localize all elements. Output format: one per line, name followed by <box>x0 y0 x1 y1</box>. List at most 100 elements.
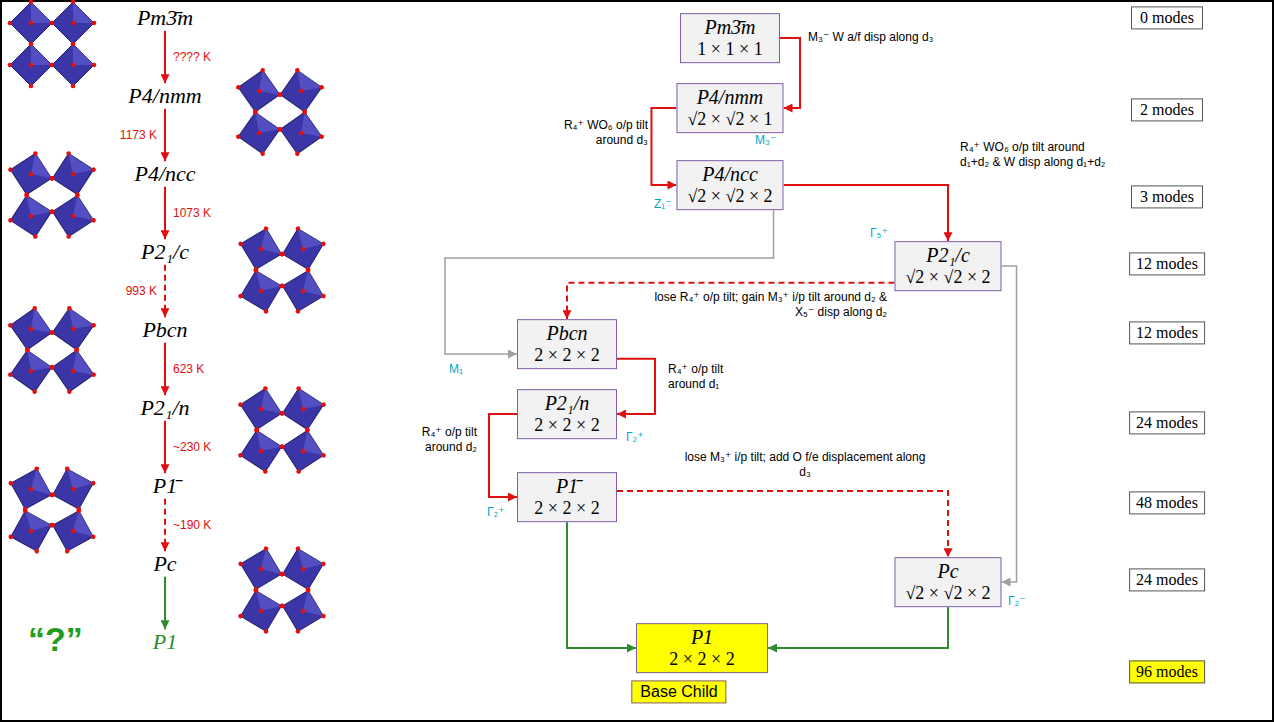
oxygen-atom <box>70 213 75 218</box>
cell-size: √2 × √2 × 2 <box>905 583 990 604</box>
octahedron <box>233 583 289 639</box>
octahedron-body <box>52 44 94 86</box>
oxygen-atom <box>8 21 13 26</box>
oxygen-atom <box>295 309 301 315</box>
oxygen-atom <box>49 330 54 335</box>
octahedron-face <box>256 266 281 291</box>
octahedron-face <box>69 149 94 174</box>
octahedron <box>275 541 331 597</box>
oxygen-atom <box>66 151 71 156</box>
octahedron-body <box>47 463 99 515</box>
oxygen-atom <box>32 389 37 394</box>
octahedra-illustration <box>3 146 100 243</box>
octahedron <box>4 344 58 398</box>
octahedron-body <box>48 191 98 241</box>
octahedron-body <box>278 586 329 637</box>
oxygen-atom <box>91 323 96 328</box>
oxygen-atom <box>32 306 37 311</box>
oxygen-atom <box>28 171 33 176</box>
oxygen-atom <box>238 402 243 407</box>
phase-name: P2₁/c <box>137 239 193 264</box>
space-group-box: P1̄2 × 2 × 2 <box>517 472 617 522</box>
oxygen-atom <box>300 288 306 294</box>
subgroup-arrow <box>567 522 636 648</box>
octahedron-body <box>10 2 52 44</box>
node-title: 24 modes <box>1136 570 1198 589</box>
oxygen-atom <box>280 251 286 257</box>
octahedron <box>233 541 289 597</box>
oxygen-atom <box>71 21 76 26</box>
space-group-box: P4/ncc√2 × √2 × 2 <box>676 160 783 210</box>
mode-count-box: 24 modes <box>1129 568 1205 591</box>
octahedra-illustration <box>233 221 331 319</box>
oxygen-atom <box>258 406 263 411</box>
octahedron-face <box>303 591 328 616</box>
octahedron-face <box>27 347 51 371</box>
octahedron-face <box>301 112 325 136</box>
oxygen-atom <box>321 613 327 619</box>
mode-count-box: 3 modes <box>1131 185 1203 208</box>
temperature-label: 1073 K <box>173 206 211 221</box>
oxygen-atom <box>50 21 55 26</box>
oxygen-atom <box>70 528 76 534</box>
transition-arrow <box>164 499 166 552</box>
subgroup-arrow <box>617 491 948 557</box>
octahedron-body <box>277 109 326 158</box>
octahedron-body <box>278 266 329 317</box>
transition-label: R₄⁺ WO₆ o/p tilt around d₃ <box>553 118 648 148</box>
oxygen-atom <box>300 246 306 252</box>
octahedron-face <box>73 350 97 374</box>
node-title: P4/nmm <box>687 86 772 109</box>
oxygen-atom <box>263 309 269 315</box>
oxygen-atom <box>279 411 284 416</box>
space-group-box: P4/nmm√2 × √2 × 1 <box>676 83 783 133</box>
oxygen-atom <box>49 176 54 181</box>
space-group-box: Pm3̄m1 × 1 × 1 <box>680 13 780 63</box>
node-title: 12 modes <box>1136 323 1198 342</box>
octahedron-body <box>236 224 287 275</box>
octahedron <box>8 42 55 89</box>
octahedron-body <box>47 505 99 557</box>
oxygen-atom <box>258 246 264 252</box>
octahedron <box>232 106 286 160</box>
octahedron-body <box>10 44 52 86</box>
octahedron <box>275 423 330 478</box>
irrep-label: Γ₂⁺ <box>626 430 644 444</box>
octahedron <box>44 460 102 518</box>
oxygen-atom <box>280 444 285 449</box>
octahedra-illustration <box>232 64 328 160</box>
temperature-label: ~190 K <box>173 518 211 533</box>
oxygen-atom <box>92 63 97 68</box>
octahedron-body <box>5 505 57 557</box>
oxygen-atom <box>236 85 241 90</box>
oxygen-atom <box>24 193 29 198</box>
oxygen-atom <box>300 566 306 572</box>
oxygen-atom <box>70 326 75 331</box>
node-title: 0 modes <box>1138 8 1196 27</box>
oxygen-atom <box>34 466 40 472</box>
octahedron-body <box>236 266 287 317</box>
oxygen-atom <box>70 368 75 373</box>
oxygen-atom <box>263 386 268 391</box>
octahedron-body <box>236 544 287 595</box>
oxygen-atom <box>29 84 34 89</box>
temperature-label: ???? K <box>173 50 211 65</box>
oxygen-atom <box>28 486 34 492</box>
node-title: 3 modes <box>1138 187 1196 206</box>
octahedron-face <box>31 308 55 332</box>
oxygen-atom <box>254 428 259 433</box>
oxygen-atom <box>295 151 300 156</box>
node-title: P2₁/n <box>140 395 189 420</box>
node-title: P4/ncc <box>687 163 772 186</box>
transition-label: M₃⁻ W a/f disp along d₃ <box>808 30 1028 45</box>
octahedron-body <box>6 191 56 241</box>
oxygen-atom <box>258 448 263 453</box>
irrep-label: Γ₂⁻ <box>1008 594 1026 608</box>
oxygen-atom <box>25 348 30 353</box>
oxygen-atom <box>91 372 96 377</box>
octahedron-face <box>255 109 279 133</box>
oxygen-atom <box>263 629 269 635</box>
oxygen-atom <box>29 42 34 47</box>
octahedron-body <box>277 67 326 116</box>
